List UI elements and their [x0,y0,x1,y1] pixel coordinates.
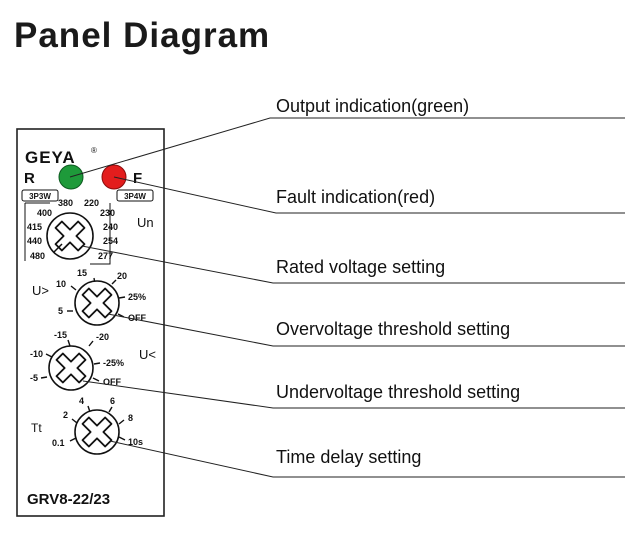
relay-front-panel: GEYA ® R F 3P3W 3P4W 400 380 415 440 480… [16,128,165,517]
tag-3p3w: 3P3W [29,192,51,201]
brand-logo: GEYA [25,148,76,167]
callout-line-time [109,440,625,478]
v-scale-480: 480 [30,251,45,261]
v-scale-380: 380 [58,198,73,208]
under-scale-25: -25% [103,358,124,368]
voltage-knob-pointer [53,243,63,253]
undervoltage-dial[interactable]: U< -5 -10 -15 -20 -25% OFF [30,330,156,392]
callout-line-over [107,313,625,347]
under-scale-20: -20 [96,332,109,342]
callout-rated-voltage: Rated voltage setting [276,257,445,277]
under-scale-5: -5 [30,373,38,383]
callout-line-output [69,117,625,178]
page-title: Panel Diagram [14,16,270,55]
callout-lines [69,117,625,478]
v-scale-230: 230 [100,208,115,218]
rated-voltage-dial[interactable]: 3P3W 3P4W 400 380 415 440 480 220 230 24… [21,189,154,265]
over-scale-25: 25% [128,292,146,302]
time-scale-0-1: 0.1 [52,438,65,448]
time-scale-2: 2 [63,410,68,420]
over-scale-20: 20 [117,271,127,281]
under-scale-10: -10 [30,349,43,359]
tag-3p3w-box [21,189,59,202]
registered-mark: ® [91,146,97,155]
time-scale-8: 8 [128,413,133,423]
time-scale-10s: 10s [128,437,143,447]
time-label: Tt [31,421,42,435]
callout-fault-indication: Fault indication(red) [276,187,435,207]
v-scale-277: 277 [98,251,113,261]
callout-time-delay: Time delay setting [276,447,421,467]
over-scale-5: 5 [58,306,63,316]
v-scale-440: 440 [27,236,42,246]
v-scale-254: 254 [103,236,118,246]
callout-labels: Output indication(green) Fault indicatio… [276,96,520,467]
tag-3p4w-box [116,189,154,202]
callout-undervoltage: Undervoltage threshold setting [276,382,520,402]
over-scale-10: 10 [56,279,66,289]
v-scale-400: 400 [37,208,52,218]
callout-line-rated [81,245,625,284]
over-scale-15: 15 [77,268,87,278]
under-label: U< [139,347,156,362]
time-delay-dial[interactable]: Tt 0.1 2 4 6 8 10s [31,396,143,456]
model-number: GRV8-22/23 [27,491,110,508]
un-label: Un [137,215,154,230]
over-label: U> [32,283,49,298]
callout-line-fault [113,176,625,214]
callout-line-under [82,380,625,409]
tag-3p4w: 3P4W [124,192,146,201]
time-scale-6: 6 [110,396,115,406]
callout-overvoltage: Overvoltage threshold setting [276,319,510,339]
callout-output-indication: Output indication(green) [276,96,469,116]
v-scale-220: 220 [84,198,99,208]
led-r-label: R [24,170,35,187]
over-scale-off: OFF [128,313,146,323]
v-scale-415: 415 [27,222,42,232]
time-scale-4: 4 [79,396,84,406]
led-f-label: F [133,170,142,187]
under-scale-off: OFF [103,377,121,387]
voltage-scale-bracket [24,202,111,265]
under-scale-15: -15 [54,330,67,340]
v-scale-240: 240 [103,222,118,232]
